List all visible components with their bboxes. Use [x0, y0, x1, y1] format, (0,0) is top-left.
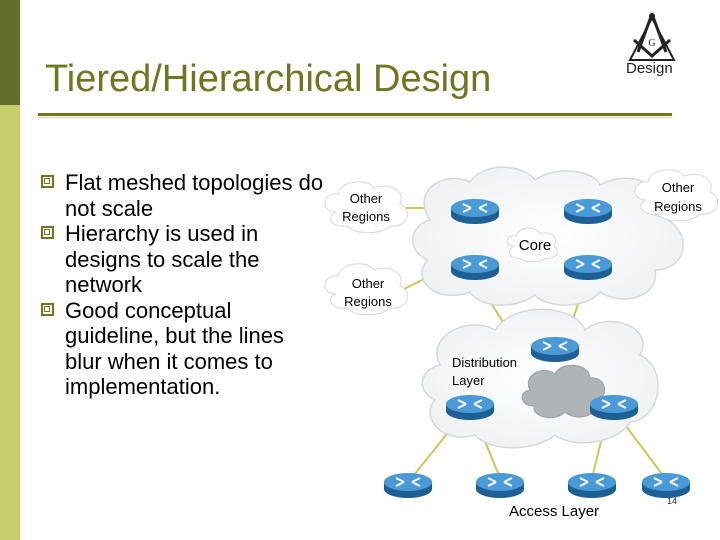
bullet-marker-icon — [41, 175, 54, 188]
router-icon — [589, 394, 639, 421]
core-label: Core — [519, 237, 552, 254]
router-icon — [641, 472, 691, 499]
router-icon — [450, 198, 500, 225]
bullet-text: Flat meshed topologies do not scale — [65, 170, 324, 221]
slide-title: Tiered/Hierarchical Design — [45, 58, 492, 100]
side-bar — [0, 0, 20, 540]
router-icon — [563, 198, 613, 225]
design-badge: Design — [626, 60, 673, 77]
other-regions-label: Regions — [654, 199, 702, 214]
other-regions-label: Other — [350, 191, 383, 206]
other-regions-label: Regions — [344, 294, 392, 309]
router-icon — [445, 394, 495, 421]
router-icon — [530, 336, 580, 363]
bullet-item: Flat meshed topologies do not scale — [40, 170, 325, 221]
distribution-label: Layer — [452, 373, 485, 388]
other-regions-cloud — [634, 169, 719, 222]
other-regions-cloud — [324, 181, 409, 234]
other-regions-cloud — [324, 263, 409, 316]
router-icon — [450, 254, 500, 281]
side-bar-dark — [0, 0, 20, 105]
router-icon — [567, 472, 617, 499]
svg-text:G: G — [648, 38, 655, 49]
bullet-text: Hierarchy is used in designs to scale th… — [65, 221, 260, 297]
bullet-list: Flat meshed topologies do not scale Hier… — [40, 170, 325, 400]
title-rule-shadow — [38, 117, 672, 118]
bullet-text: Good conceptual guideline, but the lines… — [65, 297, 284, 400]
access-layer-label: Access Layer — [509, 503, 600, 520]
network-diagram: Other Regions Other Regions Other Region… — [324, 166, 719, 499]
bullet-item: Good conceptual guideline, but the lines… — [40, 298, 325, 400]
router-icon — [383, 472, 433, 499]
other-regions-label: Regions — [342, 209, 390, 224]
core-label-cloud — [507, 227, 558, 263]
bullet-marker-icon — [41, 302, 54, 316]
router-icon — [475, 472, 525, 499]
distribution-label: Distribution — [452, 355, 517, 370]
bullet-item: Hierarchy is used in designs to scale th… — [40, 221, 325, 298]
bullet-marker-icon — [41, 226, 54, 239]
other-regions-label: Other — [352, 276, 385, 291]
router-icon — [563, 254, 613, 281]
compass-square-icon: G — [628, 13, 676, 61]
page-number: 14 — [667, 496, 678, 506]
title-rule — [38, 113, 672, 116]
other-regions-label: Other — [662, 180, 695, 195]
